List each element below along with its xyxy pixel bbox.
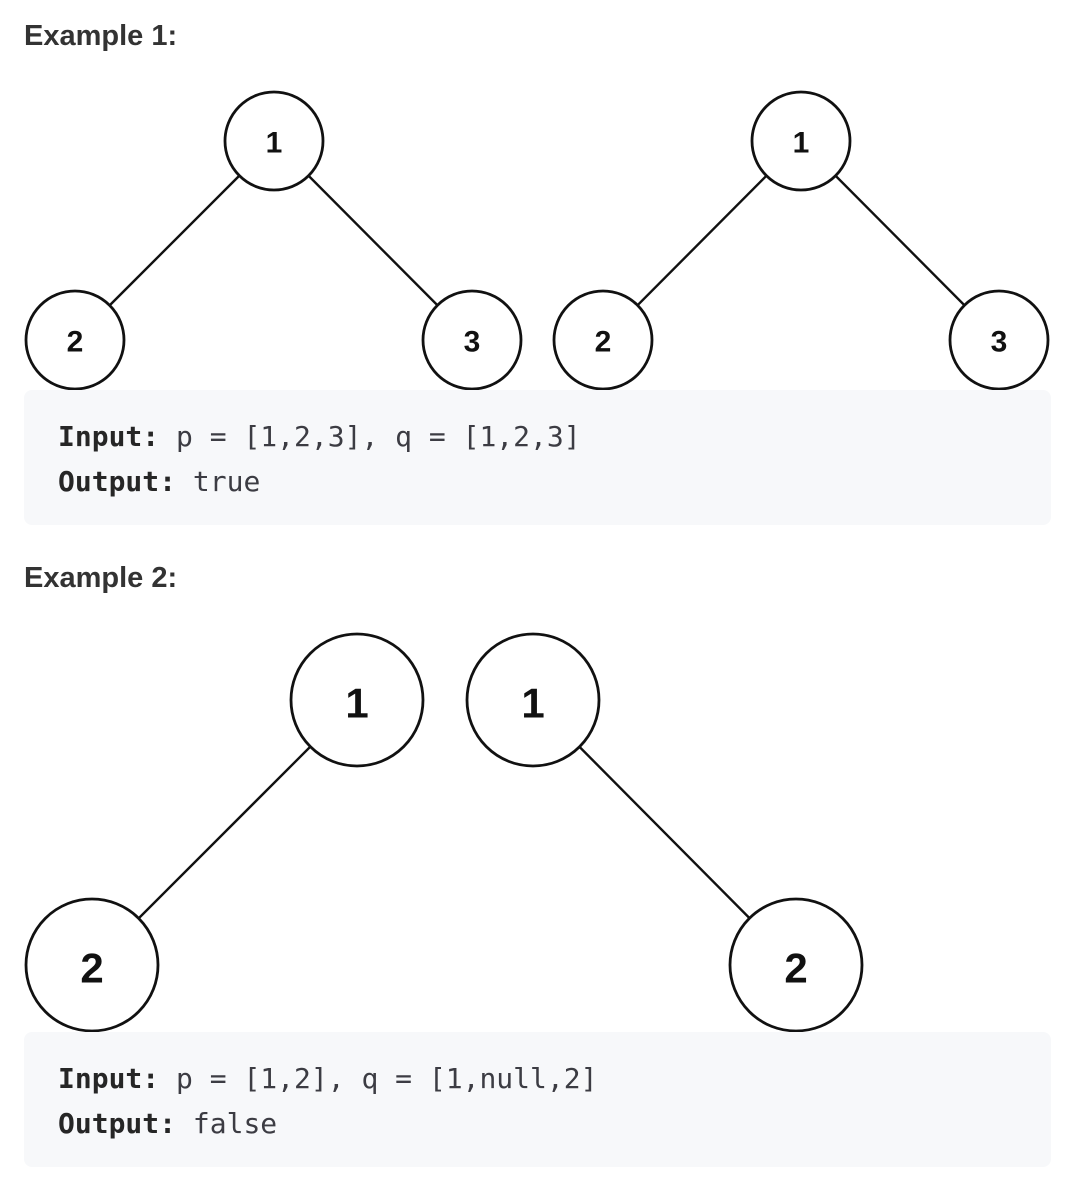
example-1-heading: Example 1: <box>24 20 178 52</box>
output-value: false <box>176 1107 278 1140</box>
example-2-heading: Example 2: <box>24 562 178 594</box>
node-p-left-label: 2 <box>67 326 84 359</box>
example-2-code-block: Input: p = [1,2], q = [1,null,2] Output:… <box>24 1032 1051 1167</box>
node-q-left <box>552 289 654 391</box>
node-q-right-label: 3 <box>991 326 1008 359</box>
node-p-root <box>223 90 325 192</box>
node-p-root <box>289 632 425 768</box>
output-label: Output: <box>58 1107 177 1140</box>
node-p-right <box>421 289 523 391</box>
example-2-tree-image: 1 2 1 2 <box>0 620 1070 1035</box>
node-q-root-label: 1 <box>793 127 810 160</box>
node-q-right-label: 2 <box>784 945 807 992</box>
node-p-left <box>24 289 126 391</box>
input-label: Input: <box>58 1062 160 1095</box>
node-q-root <box>465 632 601 768</box>
output-label: Output: <box>58 465 177 498</box>
node-p-left-label: 2 <box>80 945 103 992</box>
node-q-right <box>728 897 864 1033</box>
node-q-root <box>750 90 852 192</box>
example-1-tree-image: 1 2 3 1 2 3 <box>0 80 1070 395</box>
tree-q: 1 2 <box>465 632 864 1033</box>
node-p-right-label: 3 <box>464 326 481 359</box>
example-1-code-block: Input: p = [1,2,3], q = [1,2,3] Output: … <box>24 390 1051 525</box>
tree-p: 1 2 3 <box>24 90 523 391</box>
node-q-root-label: 1 <box>521 680 544 727</box>
output-line: Output: false <box>58 1101 1017 1146</box>
input-value: p = [1,2], q = [1,null,2] <box>159 1062 598 1095</box>
input-line: Input: p = [1,2], q = [1,null,2] <box>58 1056 1017 1101</box>
tree-p: 1 2 <box>24 632 425 1033</box>
node-p-left <box>24 897 160 1033</box>
node-q-right <box>948 289 1050 391</box>
node-p-root-label: 1 <box>266 127 283 160</box>
node-p-root-label: 1 <box>345 680 368 727</box>
output-line: Output: true <box>58 459 1017 504</box>
node-q-left-label: 2 <box>595 326 612 359</box>
tree-q: 1 2 3 <box>552 90 1050 391</box>
output-value: true <box>176 465 261 498</box>
input-value: p = [1,2,3], q = [1,2,3] <box>159 420 581 453</box>
input-label: Input: <box>58 420 160 453</box>
input-line: Input: p = [1,2,3], q = [1,2,3] <box>58 414 1017 459</box>
